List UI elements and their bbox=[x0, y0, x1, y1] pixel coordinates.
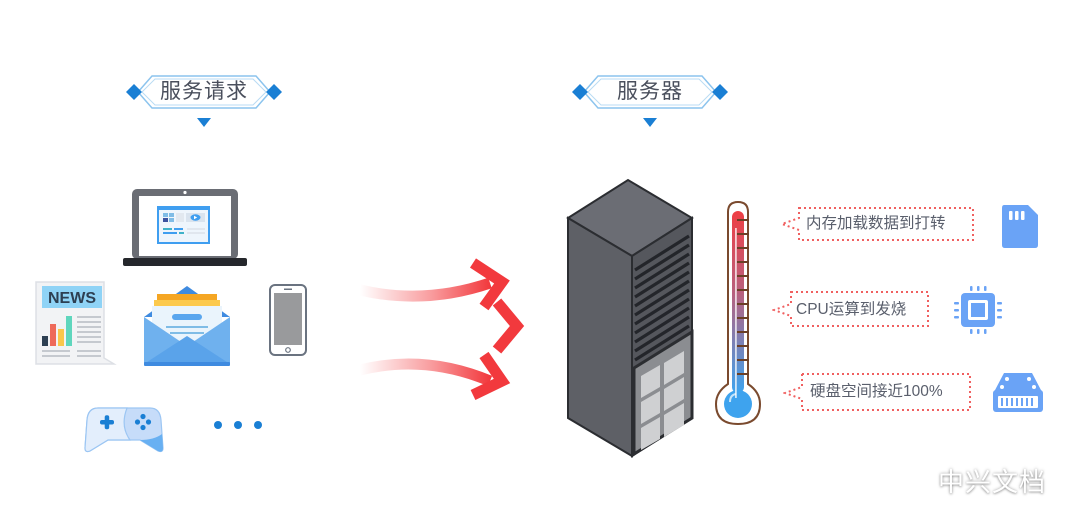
callout-frame bbox=[783, 373, 971, 411]
diamond-right-icon bbox=[266, 84, 282, 100]
arrow-bottom-icon bbox=[358, 351, 511, 400]
label-frame bbox=[572, 75, 728, 109]
laptop-icon bbox=[123, 189, 247, 266]
diamond-right-icon bbox=[712, 84, 728, 100]
watermark: 中兴文档 bbox=[938, 467, 1047, 497]
thermometer-scale bbox=[737, 219, 749, 375]
callout-frame bbox=[772, 291, 929, 327]
down-triangle-icon bbox=[643, 118, 657, 127]
newspaper-icon: NEWS bbox=[35, 281, 117, 365]
symptom-text-memory: 内存加载数据到打转 bbox=[806, 215, 946, 232]
memory-card-icon bbox=[1002, 205, 1038, 248]
thermometer-icon bbox=[714, 200, 762, 426]
request-arrows bbox=[358, 258, 525, 400]
email-icon bbox=[144, 286, 230, 366]
symptom-text-cpu: CPU运算到发烧 bbox=[796, 301, 907, 318]
down-triangle-icon bbox=[197, 118, 211, 127]
server-title: 服务器 bbox=[617, 80, 683, 103]
arrow-middle-icon bbox=[360, 298, 525, 354]
callout-frame bbox=[780, 207, 974, 241]
arrow-top-icon bbox=[358, 258, 510, 311]
hard-drive-icon bbox=[993, 373, 1043, 412]
smartphone-icon bbox=[269, 284, 307, 356]
gamepad-icon bbox=[84, 407, 164, 453]
news-text: NEWS bbox=[48, 290, 96, 307]
label-frame bbox=[126, 75, 282, 109]
more-dots-icon bbox=[214, 421, 262, 429]
diamond-left-icon bbox=[572, 84, 588, 100]
service-request-title: 服务请求 bbox=[160, 80, 248, 103]
service-request-label: 服务请求 bbox=[124, 72, 284, 112]
server-rack-icon bbox=[566, 178, 694, 458]
cpu-chip-icon bbox=[954, 286, 1002, 334]
symptom-text-disk: 硬盘空间接近100% bbox=[810, 383, 943, 400]
symptom-callout-memory: 内存加载数据到打转 bbox=[780, 206, 975, 242]
symptom-callout-cpu: CPU运算到发烧 bbox=[772, 290, 932, 327]
server-drive-bays bbox=[641, 351, 684, 450]
server-label: 服务器 bbox=[570, 72, 730, 112]
diamond-left-icon bbox=[126, 84, 142, 100]
symptom-callout-disk: 硬盘空间接近100% bbox=[783, 372, 973, 411]
